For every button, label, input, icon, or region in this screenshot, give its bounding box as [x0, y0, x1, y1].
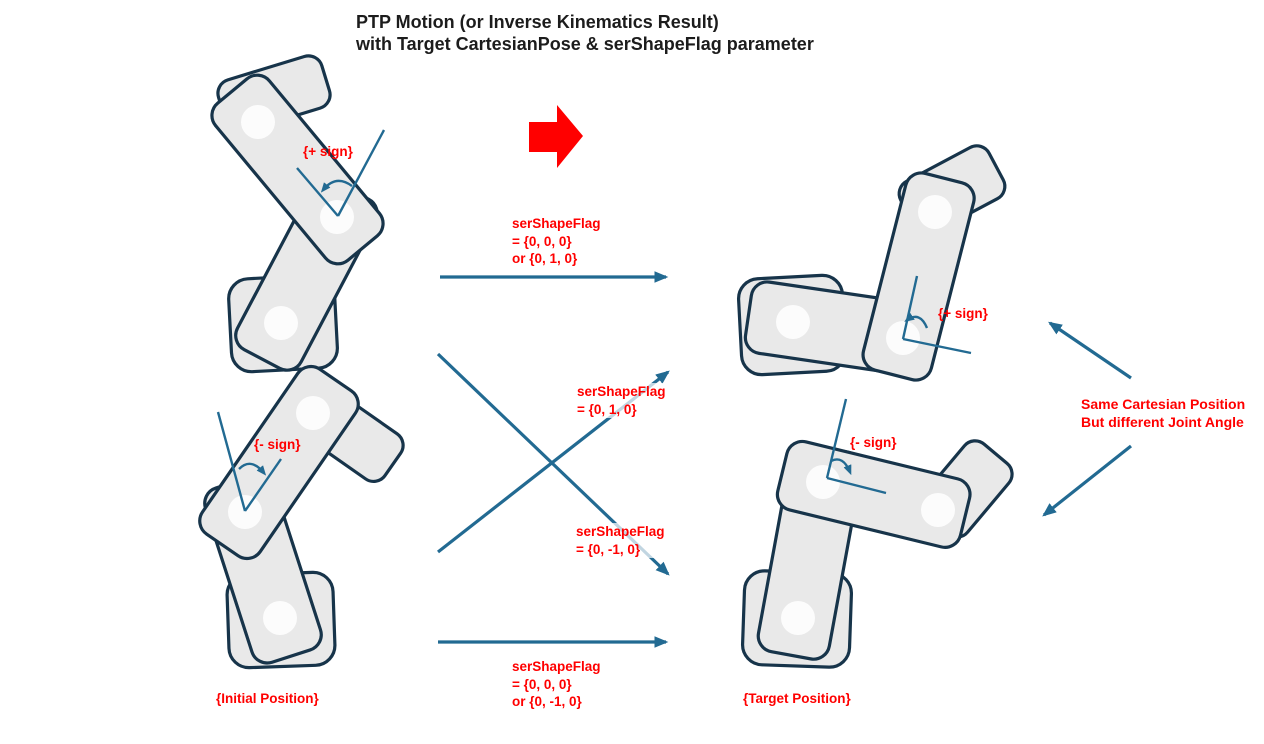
joint-circle: [781, 601, 815, 635]
rotation-arrow-icon: [320, 179, 353, 193]
joint-circle: [228, 495, 262, 529]
angle-indicator-target-minus: [825, 398, 887, 495]
robot-arm-initial-minus: [198, 364, 405, 670]
joint-circle: [806, 465, 840, 499]
joint-circle: [296, 396, 330, 430]
flag-label-mid-up: serShapeFlag = {0, 1, 0}: [575, 383, 668, 418]
joint-circle: [263, 601, 297, 635]
joint-circle: [776, 305, 810, 339]
rotation-arrow-icon: [830, 458, 852, 476]
target-position-label: {Target Position}: [743, 691, 851, 706]
rotation-arrow-icon: [904, 312, 929, 329]
same-cartesian-note: Same Cartesian Position But different Jo…: [1081, 396, 1246, 430]
diagram-title: PTP Motion (or Inverse Kinematics Result…: [356, 12, 814, 54]
joint-circle: [241, 105, 275, 139]
flag-label-mid-down: serShapeFlag = {0, -1, 0}: [574, 523, 667, 558]
flag-label-bottom: serShapeFlag = {0, 0, 0} or {0, -1, 0}: [512, 659, 601, 709]
joint-circle: [918, 195, 952, 229]
angle-indicator-target-plus: [901, 275, 972, 355]
arrow-same-position-lower: [1042, 444, 1132, 517]
sign-label-target-plus: {+ sign}: [938, 306, 988, 321]
joint-circle: [921, 493, 955, 527]
sign-label-target-minus: {- sign}: [850, 435, 897, 450]
robot-arm-initial-plus: [210, 54, 385, 374]
arrow-same-position-upper: [1048, 321, 1132, 380]
angle-indicator-initial-plus: [296, 129, 386, 217]
initial-position-label: {Initial Position}: [216, 691, 319, 706]
joint-circle: [320, 200, 354, 234]
robot-arm-target-plus: [736, 144, 1007, 382]
angle-indicator-initial-minus: [216, 411, 282, 512]
sign-label-initial-minus: {- sign}: [254, 437, 301, 452]
red-block-arrow-icon: [529, 105, 583, 168]
joint-circle: [264, 306, 298, 340]
rotation-arrow-icon: [238, 462, 267, 476]
robot-arm-target-minus: [740, 439, 1014, 669]
flag-label-top: serShapeFlag = {0, 0, 0} or {0, 1, 0}: [512, 216, 601, 266]
sign-label-initial-plus: {+ sign}: [303, 144, 353, 159]
